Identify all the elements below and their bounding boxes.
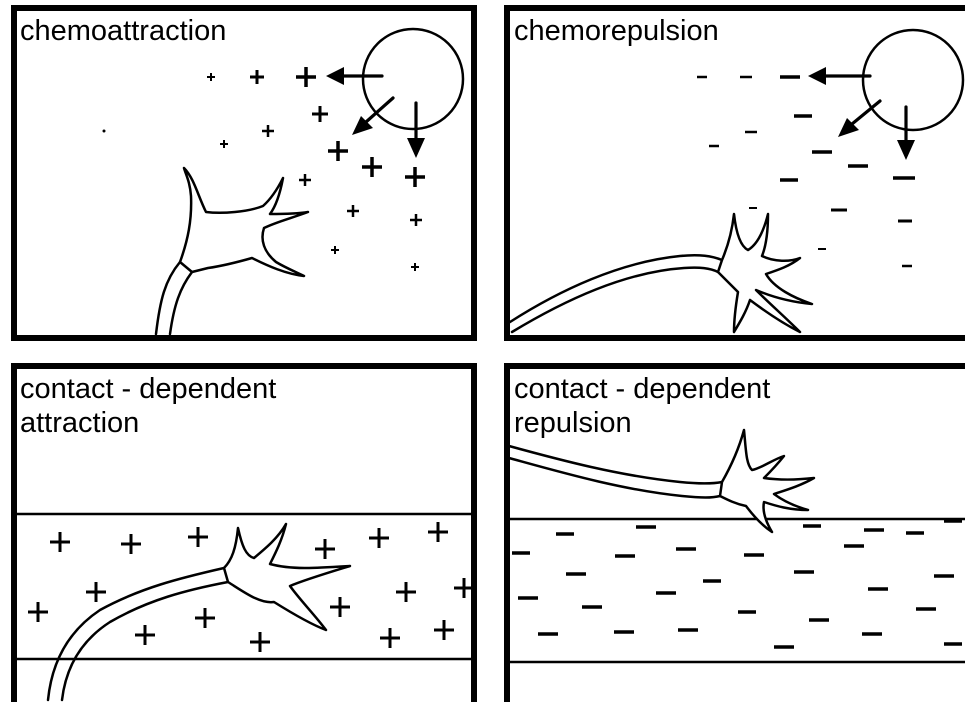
panel-title: chemorepulsion xyxy=(514,15,719,47)
panel-chemoattraction: chemoattraction xyxy=(14,8,474,338)
neuron xyxy=(156,168,308,334)
panel-title: contact - dependent xyxy=(20,373,276,405)
panel-frame xyxy=(14,8,474,338)
panel-subtitle: attraction xyxy=(20,407,139,439)
repulsive-substrate xyxy=(512,521,962,647)
diffusion-arrows xyxy=(326,67,425,158)
panel-title: chemoattraction xyxy=(20,15,226,47)
panel-chemorepulsion: chemorepulsion xyxy=(507,8,965,338)
panel-title: contact - dependent xyxy=(514,373,770,405)
neuron xyxy=(509,430,814,532)
panel-contact-repulsion: contact - dependent repulsion xyxy=(507,366,965,702)
neuron xyxy=(48,524,350,700)
neuron xyxy=(510,214,812,332)
diffusion-arrows xyxy=(808,67,915,160)
panel-contact-attraction: contact - dependent attraction xyxy=(14,366,474,702)
source-cell xyxy=(863,30,963,130)
panel-subtitle: repulsion xyxy=(514,407,632,439)
source-cell xyxy=(363,29,463,129)
